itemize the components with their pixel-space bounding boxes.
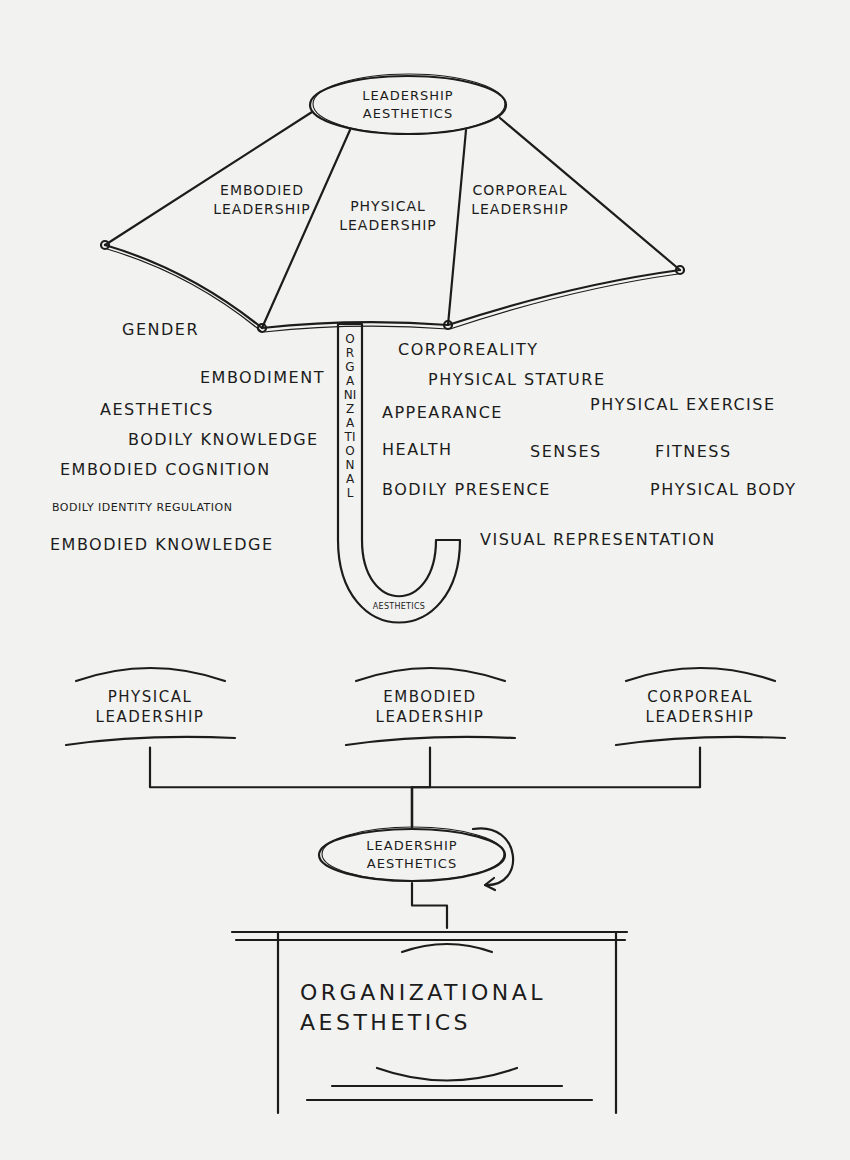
canopy-edge — [105, 245, 680, 328]
canopy-panel: EMBODIED LEADERSHIP — [213, 181, 311, 219]
node-text: LEADERSHIP AESTHETICS — [362, 87, 453, 122]
node-text: PHYSICAL LEADERSHIP — [339, 197, 437, 235]
base-arc — [346, 736, 515, 744]
term-label: EMBODIED KNOWLEDGE — [50, 535, 273, 554]
slab-arc — [402, 944, 492, 952]
center-oval-outline — [317, 827, 507, 883]
cap-arc — [76, 668, 225, 681]
oval-sketch — [322, 827, 504, 881]
term-label: SENSES — [530, 442, 602, 461]
node-text: LEADERSHIP AESTHETICS — [366, 837, 457, 872]
term-label: PHYSICAL STATURE — [428, 370, 606, 389]
canopy-rib — [105, 112, 312, 245]
node-text: PHYSICAL LEADERSHIP — [96, 687, 205, 728]
node-text: ORGANIZATIONAL — [343, 332, 357, 500]
base-arc — [66, 736, 235, 744]
oval-outline — [310, 76, 506, 134]
term-label: BODILY KNOWLEDGE — [128, 430, 319, 449]
concept-cap: CORPOREAL LEADERSHIP — [616, 663, 785, 748]
connector-line — [412, 748, 430, 828]
term-label: BODILY PRESENCE — [382, 480, 551, 499]
term-label: APPEARANCE — [382, 403, 503, 422]
umbrella-handle: ORGANIZATIONAL AESTHETICS — [330, 320, 470, 630]
cap-arc — [356, 668, 505, 681]
term-label: VISUAL REPRESENTATION — [480, 530, 716, 549]
node-text: EMBODIED LEADERSHIP — [376, 687, 485, 728]
connector-line — [412, 748, 700, 828]
box-side — [278, 932, 616, 1113]
canopy-tip — [258, 324, 266, 332]
base-arc — [616, 736, 785, 744]
foundation-box: ORGANIZATIONAL AESTHETICS — [272, 928, 622, 1113]
canopy-panel: CORPOREAL LEADERSHIP — [471, 181, 569, 219]
concept-cap: PHYSICAL LEADERSHIP — [66, 663, 235, 748]
base-line — [307, 1086, 592, 1100]
node-text: CORPOREAL LEADERSHIP — [471, 181, 569, 219]
cap-arc — [626, 668, 775, 681]
term-label: FITNESS — [655, 442, 732, 461]
center-oval: LEADERSHIP AESTHETICS — [317, 827, 507, 883]
term-label: CORPOREALITY — [398, 340, 538, 359]
term-label: HEALTH — [382, 440, 453, 459]
canopy-rib — [448, 130, 466, 325]
node-text: CORPOREAL LEADERSHIP — [646, 687, 755, 728]
node-text: AESTHETICS — [373, 602, 425, 611]
term-label: EMBODIMENT — [200, 368, 325, 387]
handle-outline — [338, 324, 460, 623]
connector-line — [412, 883, 447, 928]
base-smile — [377, 1068, 517, 1081]
term-label: PHYSICAL BODY — [650, 480, 796, 499]
canopy-edge-sketch — [107, 249, 678, 332]
node-text: ORGANIZATIONAL AESTHETICS — [300, 978, 546, 1037]
cycle-arrow — [473, 828, 513, 885]
concept-cap: EMBODIED LEADERSHIP — [346, 663, 515, 748]
term-label: BODILY IDENTITY REGULATION — [52, 501, 232, 514]
canopy-tip — [676, 266, 684, 274]
term-label: AESTHETICS — [100, 400, 214, 419]
term-label: GENDER — [122, 320, 199, 339]
term-label: PHYSICAL EXERCISE — [590, 395, 776, 414]
oval-outline — [319, 829, 505, 881]
canopy-tip — [101, 241, 109, 249]
umbrella-top-oval: LEADERSHIP AESTHETICS — [308, 74, 508, 136]
oval-sketch — [313, 74, 505, 134]
umbrella-top-oval-outline — [308, 74, 508, 136]
cycle-arrow-head — [485, 878, 495, 890]
connector-line — [150, 748, 412, 828]
node-text: EMBODIED LEADERSHIP — [213, 181, 311, 219]
top-slab — [232, 932, 627, 940]
term-label: EMBODIED COGNITION — [60, 460, 271, 479]
canopy-panel: PHYSICAL LEADERSHIP — [339, 197, 437, 235]
canopy-tip — [444, 321, 452, 329]
canopy-rib — [262, 130, 350, 328]
